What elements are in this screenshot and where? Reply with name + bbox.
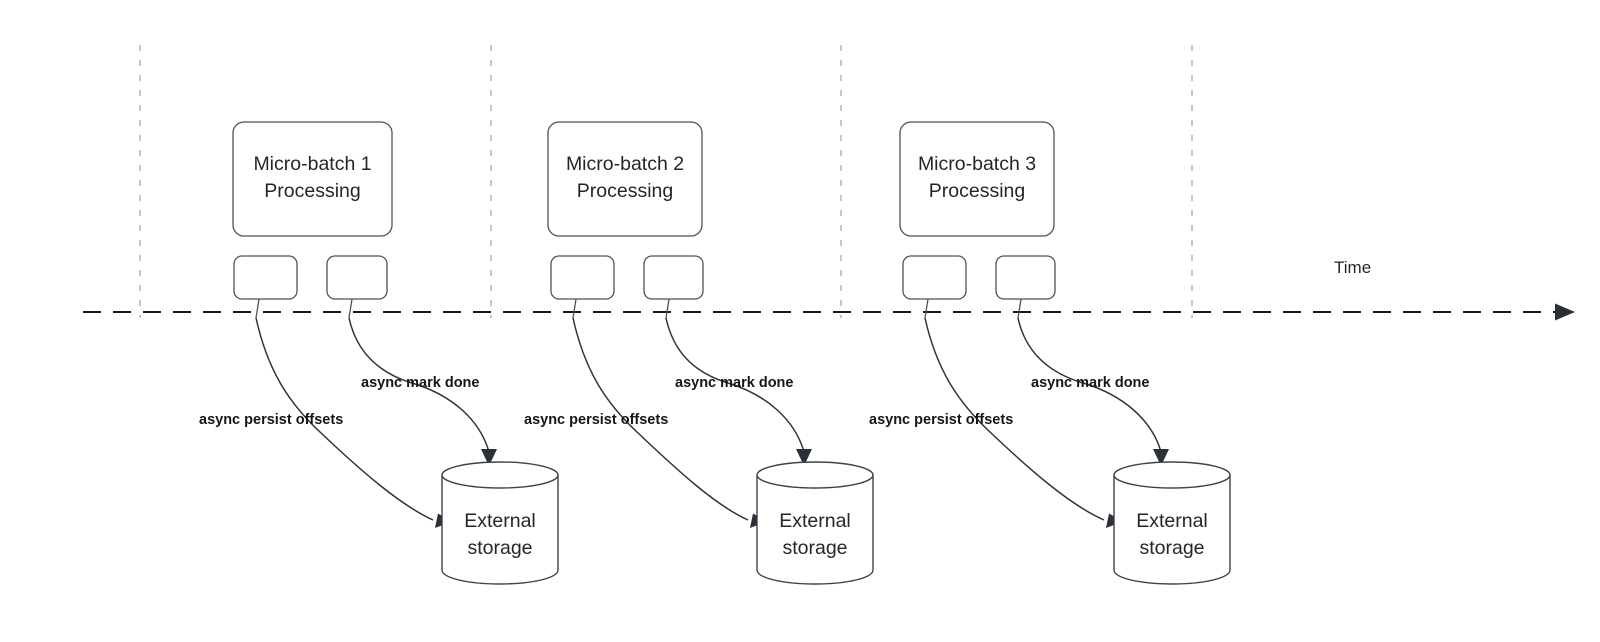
- edge-mb2-mark-done-arrow-icon: [796, 449, 812, 466]
- process-box-shape: [899, 121, 1055, 237]
- edge-mb1-mark-done-arrow-icon: [481, 449, 497, 466]
- storage-label-line2: storage: [1139, 537, 1204, 559]
- storage-label-line2: storage: [467, 537, 532, 559]
- task-box-mb1-a[interactable]: [233, 255, 298, 300]
- process-box-shape: [232, 121, 393, 237]
- process-box-micro-batch-3[interactable]: Micro-batch 3 Processing: [899, 121, 1055, 237]
- stub-mb1-a: [255, 298, 260, 319]
- cylinder-body-shape: [756, 474, 874, 585]
- edge-mb1-persist-offsets: [255, 317, 434, 521]
- cylinder-top-ellipse: [441, 461, 559, 489]
- stub-mb2-b: [665, 298, 670, 319]
- cylinder-body-shape: [1113, 474, 1231, 585]
- process-box-line2: Processing: [577, 180, 673, 202]
- micro-batch-group-3: Micro-batch 3 Processing async persist o…: [869, 121, 1231, 585]
- process-box-line1: Micro-batch 1: [253, 153, 371, 175]
- process-box-micro-batch-1[interactable]: Micro-batch 1 Processing: [232, 121, 393, 237]
- edge-mb3-mark-done: [1017, 317, 1162, 453]
- stub-mb2-a: [572, 298, 577, 319]
- task-box-mb2-b[interactable]: [643, 255, 704, 300]
- task-box-mb2-a[interactable]: [550, 255, 615, 300]
- edge-mb2-persist-offsets: [572, 317, 749, 521]
- edge-mb3-mark-done-arrow-icon: [1153, 449, 1169, 466]
- external-storage-cylinder-3[interactable]: External storage: [1113, 461, 1231, 585]
- stub-mb1-b: [348, 298, 353, 319]
- edge-label-mb3-mark-done: async mark done: [1031, 375, 1149, 391]
- external-storage-cylinder-2[interactable]: External storage: [756, 461, 874, 585]
- edge-mb1-mark-done: [348, 317, 490, 453]
- cylinder-top-ellipse: [756, 461, 874, 489]
- process-box-line2: Processing: [264, 180, 360, 202]
- process-box-line2: Processing: [929, 180, 1025, 202]
- task-box-mb3-a[interactable]: [902, 255, 967, 300]
- edge-mb3-persist-offsets: [924, 317, 1105, 521]
- stub-mb3-b: [1017, 298, 1022, 319]
- process-box-shape: [547, 121, 703, 237]
- cylinder-body-shape: [441, 474, 559, 585]
- process-box-line1: Micro-batch 2: [566, 153, 684, 175]
- edge-label-mb1-mark-done: async mark done: [361, 375, 479, 391]
- edge-label-mb3-persist-offsets: async persist offsets: [869, 412, 1013, 428]
- edge-mb2-mark-done: [665, 317, 805, 453]
- micro-batch-group-2: Micro-batch 2 Processing async persist o…: [524, 121, 874, 585]
- external-storage-cylinder-1[interactable]: External storage: [441, 461, 559, 585]
- cylinder-top-ellipse: [1113, 461, 1231, 489]
- time-axis-label: Time: [1334, 258, 1371, 277]
- task-box-mb3-b[interactable]: [995, 255, 1056, 300]
- micro-batch-group-1: Micro-batch 1 Processing async persist o…: [199, 121, 559, 585]
- edge-label-mb2-persist-offsets: async persist offsets: [524, 412, 668, 428]
- edge-label-mb1-persist-offsets: async persist offsets: [199, 412, 343, 428]
- storage-label-line1: External: [1136, 510, 1208, 532]
- timeline-arrow-icon: [1555, 303, 1575, 321]
- storage-label-line2: storage: [782, 537, 847, 559]
- storage-label-line1: External: [779, 510, 851, 532]
- storage-label-line1: External: [464, 510, 536, 532]
- process-box-micro-batch-2[interactable]: Micro-batch 2 Processing: [547, 121, 703, 237]
- process-box-line1: Micro-batch 3: [918, 153, 1036, 175]
- separator-group: [139, 45, 1193, 318]
- edge-label-mb2-mark-done: async mark done: [675, 375, 793, 391]
- timeline-axis: Time: [83, 258, 1575, 321]
- stub-mb3-a: [924, 298, 929, 319]
- task-box-mb1-b[interactable]: [326, 255, 388, 300]
